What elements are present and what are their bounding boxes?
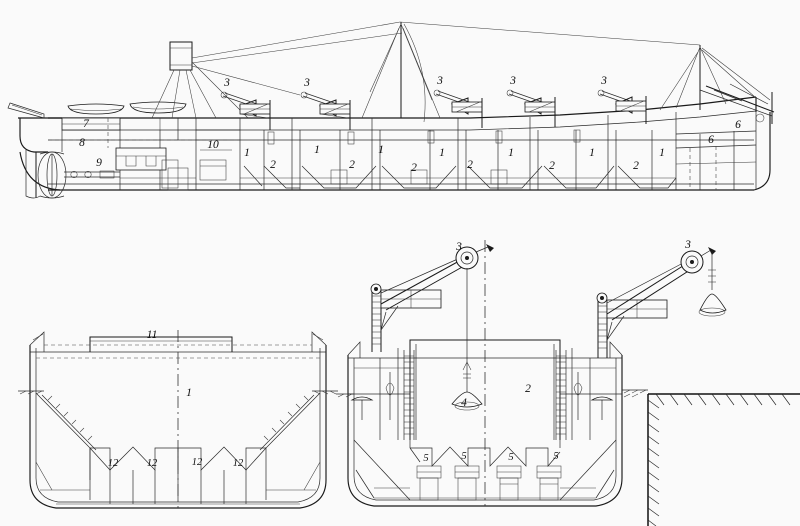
quay-wall <box>622 389 800 526</box>
callout-label: 2 <box>633 160 639 172</box>
callout-label: 2 <box>467 159 473 171</box>
grab-crane-left <box>370 244 494 411</box>
callout-label: 1 <box>439 147 445 159</box>
callout-label: 2 <box>270 159 276 171</box>
callout-label: 11 <box>147 329 158 341</box>
callout-label: 2 <box>549 160 555 172</box>
callout-label: 8 <box>79 137 85 149</box>
callout-label: 3 <box>436 75 443 87</box>
derrick <box>433 89 482 128</box>
callout-label: 12 <box>147 458 158 469</box>
callout-label: 3 <box>303 77 310 89</box>
propeller-and-rudder <box>7 102 120 199</box>
callout-label: 5 <box>423 453 428 464</box>
deck-derricks <box>220 89 646 130</box>
profile-view: 3 3 3 3 3 7 8 9 10 1 2 1 2 1 2 1 2 1 2 1… <box>7 21 774 199</box>
forepeak-spaces <box>675 112 757 190</box>
callout-label: 6 <box>708 134 714 146</box>
callout-label: 4 <box>461 397 467 409</box>
callout-label: 12 <box>233 458 244 469</box>
callout-label: 1 <box>186 387 192 399</box>
callout-label: 3 <box>684 239 691 251</box>
callout-label: 1 <box>378 144 384 156</box>
callout-label: 1 <box>244 147 250 159</box>
callout-label: 3 <box>223 77 230 89</box>
callout-label: 3 <box>455 241 462 253</box>
callout-label: 12 <box>108 458 119 469</box>
callout-label: 9 <box>96 157 102 169</box>
callout-label: 1 <box>314 144 320 156</box>
section-right-view: 3 3 4 2 5 5 5 5 <box>336 239 800 526</box>
callout-label: 10 <box>207 139 219 151</box>
derrick <box>506 89 555 127</box>
funnel-and-masts <box>151 21 774 124</box>
grab-crane-right <box>596 247 727 358</box>
ladder <box>555 350 567 440</box>
callout-label: 3 <box>509 75 516 87</box>
callout-label: 2 <box>411 162 417 174</box>
callout-label: 1 <box>659 147 665 159</box>
callout-label: 7 <box>83 118 90 130</box>
callout-label: 1 <box>589 147 595 159</box>
callout-label: 5 <box>508 452 513 463</box>
callout-label: 12 <box>192 457 203 468</box>
ladder <box>403 350 415 440</box>
section-left-view: 11 1 12 12 12 12 <box>18 329 338 509</box>
callout-label: 3 <box>600 75 607 87</box>
callout-label: 5 <box>553 451 558 462</box>
callout-label: 1 <box>508 147 514 159</box>
derrick <box>597 89 646 124</box>
callout-label: 6 <box>735 119 741 131</box>
callout-label: 2 <box>525 383 531 395</box>
machinery-spaces <box>48 118 241 191</box>
derrick <box>220 91 270 130</box>
profile-callouts: 3 3 3 3 3 7 8 9 10 1 2 1 2 1 2 1 2 1 2 1… <box>79 75 741 174</box>
aft-deckhouse <box>61 101 187 131</box>
hopper-compartments <box>240 112 677 190</box>
callout-label: 2 <box>349 159 355 171</box>
derrick <box>300 91 350 130</box>
callout-label: 5 <box>461 451 466 462</box>
